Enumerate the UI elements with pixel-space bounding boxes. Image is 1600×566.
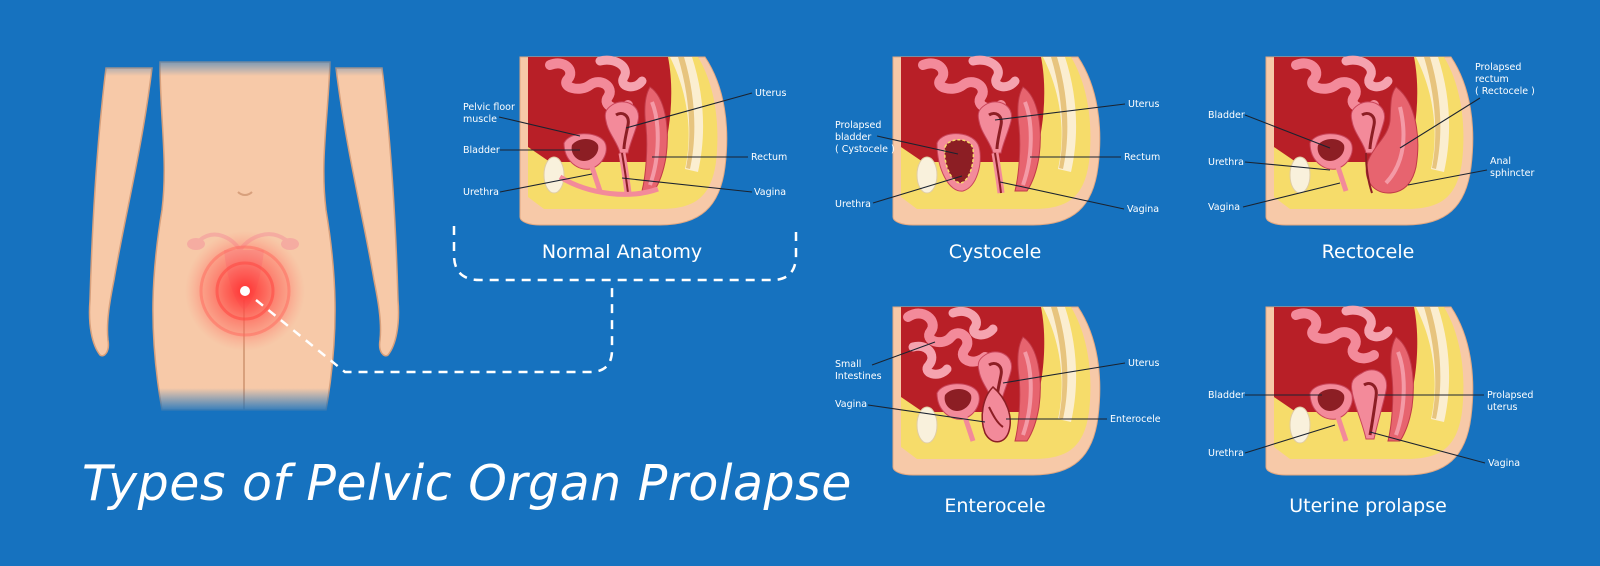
label-prolapsed-uterus-1: Prolapsed	[1487, 390, 1533, 401]
label-anal-sphincter-2: sphincter	[1490, 168, 1534, 179]
panel-normal-anatomy: Pelvic floor muscle Bladder Urethra Uter…	[463, 57, 787, 263]
label-small-intestines-2: Intestines	[835, 371, 882, 382]
label-vagina: Vagina	[1488, 458, 1520, 469]
label-bladder: Bladder	[1208, 390, 1245, 401]
label-uterus: Uterus	[1128, 358, 1159, 369]
label-prolapsed-rectum-2: rectum	[1475, 74, 1509, 85]
caption-enterocele: Enterocele	[944, 495, 1045, 517]
label-small-intestines-1: Small	[835, 359, 861, 370]
label-urethra: Urethra	[835, 199, 871, 210]
label-uterus: Uterus	[1128, 99, 1159, 110]
label-rectum: Rectum	[751, 152, 787, 163]
panel-cystocele: Prolapsed bladder ( Cystocele ) Urethra …	[835, 57, 1160, 263]
label-urethra: Urethra	[1208, 448, 1244, 459]
label-prolapsed-rectum-1: Prolapsed	[1475, 62, 1521, 73]
caption-normal-anatomy: Normal Anatomy	[542, 241, 702, 263]
label-prolapsed-rectum-3: ( Rectocele )	[1475, 86, 1535, 97]
label-pelvic-floor-1: Pelvic floor	[463, 102, 515, 113]
label-enterocele: Enterocele	[1110, 414, 1161, 425]
label-bladder: Bladder	[463, 145, 500, 156]
panel-enterocele: Small Intestines Vagina Uterus Enterocel…	[835, 306, 1161, 517]
label-prolapsed-bladder-3: ( Cystocele )	[835, 144, 895, 155]
caption-rectocele: Rectocele	[1322, 241, 1415, 263]
label-anal-sphincter-1: Anal	[1490, 156, 1511, 167]
pain-point-dot	[240, 286, 250, 296]
label-bladder: Bladder	[1208, 110, 1245, 121]
panel-rectocele: Bladder Urethra Vagina Prolapsed rectum …	[1208, 57, 1535, 263]
caption-cystocele: Cystocele	[949, 241, 1042, 263]
dashed-bracket	[452, 226, 798, 282]
caption-uterine-prolapse: Uterine prolapse	[1289, 495, 1447, 517]
label-vagina: Vagina	[754, 187, 786, 198]
label-urethra: Urethra	[463, 187, 499, 198]
page-title: Types of Pelvic Organ Prolapse	[82, 455, 852, 512]
label-rectum: Rectum	[1124, 152, 1160, 163]
label-pelvic-floor-2: muscle	[463, 114, 497, 125]
dashed-connector	[255, 282, 614, 374]
label-urethra: Urethra	[1208, 157, 1244, 168]
label-vagina: Vagina	[1127, 204, 1159, 215]
label-vagina: Vagina	[835, 399, 867, 410]
body-figure	[80, 50, 420, 414]
label-vagina: Vagina	[1208, 202, 1240, 213]
label-prolapsed-bladder-1: Prolapsed	[835, 120, 881, 131]
label-prolapsed-bladder-2: bladder	[835, 132, 871, 143]
label-uterus: Uterus	[755, 88, 786, 99]
panel-uterine-prolapse: Bladder Urethra Prolapsed uterus Vagina …	[1208, 307, 1533, 517]
label-prolapsed-uterus-2: uterus	[1487, 402, 1518, 413]
